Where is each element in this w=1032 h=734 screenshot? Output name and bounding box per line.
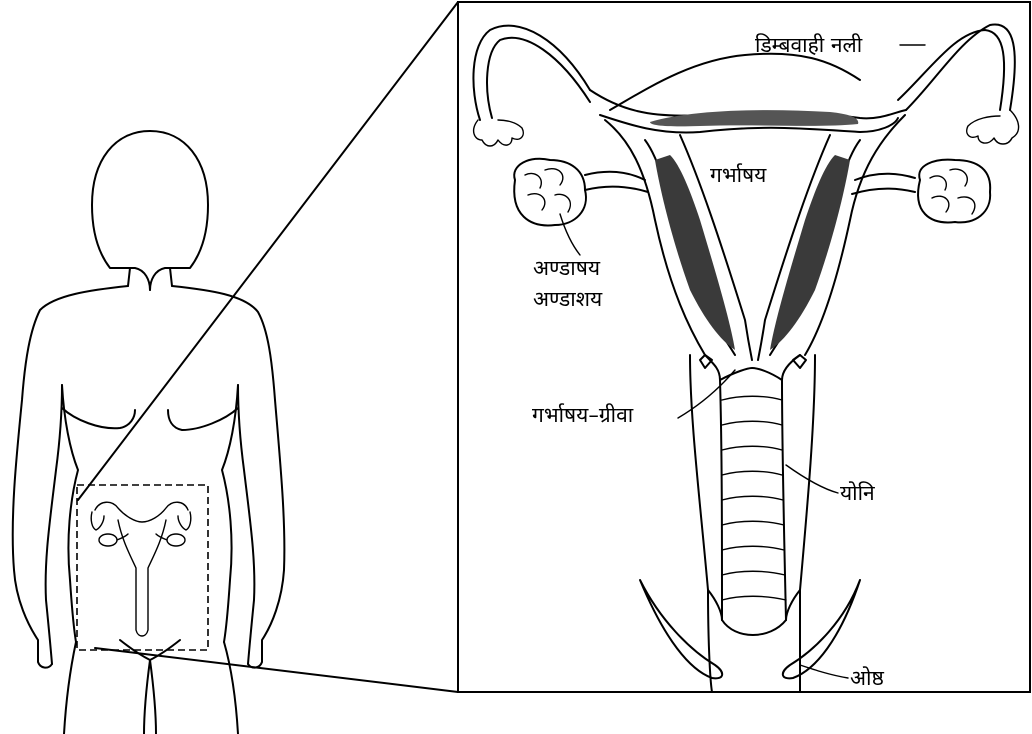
- zoom-line-top: [78, 2, 458, 500]
- label-labia: ओष्ठ: [850, 666, 884, 690]
- mini-uterus-icon: [91, 502, 191, 636]
- label-ovary-2: अण्डाशय: [533, 287, 603, 311]
- label-cervix: गर्भाषय–ग्रीवा: [532, 403, 634, 427]
- label-fallopian-tube: डिम्बवाही नली: [755, 33, 863, 57]
- label-vagina: योनि: [840, 481, 875, 505]
- label-ovary-1: अण्डाषय: [533, 256, 601, 280]
- label-uterus: गर्भाषय: [710, 163, 767, 187]
- detail-frame: [458, 2, 1030, 692]
- body-silhouette: [13, 131, 285, 734]
